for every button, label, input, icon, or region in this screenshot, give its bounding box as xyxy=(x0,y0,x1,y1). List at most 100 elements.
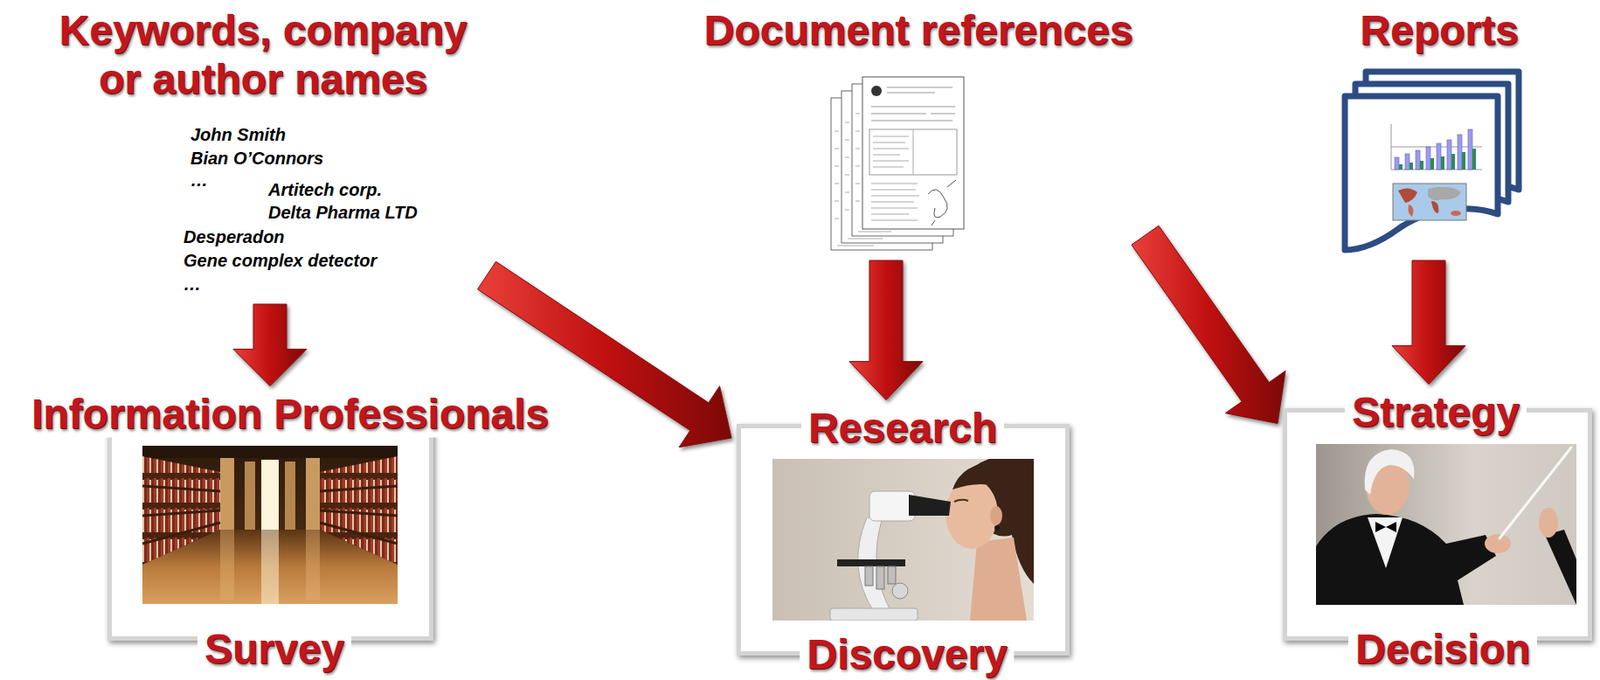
figure-sketch xyxy=(928,180,956,226)
block-arrow xyxy=(233,304,307,387)
text-lines xyxy=(871,87,956,121)
keyword-entry: Desperadon xyxy=(183,226,285,248)
bar xyxy=(1426,146,1431,170)
face xyxy=(945,478,998,549)
ceiling xyxy=(142,445,398,458)
bar xyxy=(1415,150,1420,170)
continent xyxy=(1427,187,1462,201)
conductor-photo xyxy=(1316,443,1577,605)
reflection xyxy=(305,529,320,600)
neck xyxy=(969,537,1027,621)
stage-plate xyxy=(837,559,906,567)
report-stack xyxy=(1344,71,1519,250)
bow-tie xyxy=(1385,521,1397,533)
stage-label: Discovery xyxy=(799,631,1014,679)
ellipsis: … xyxy=(183,273,201,295)
light-gap xyxy=(261,459,279,530)
document-stack xyxy=(831,76,964,250)
block-arrow xyxy=(849,260,923,401)
hand xyxy=(1484,533,1511,554)
pillar xyxy=(305,457,320,530)
stage-heading: Information Professionals xyxy=(24,391,556,438)
photo-ground xyxy=(142,445,398,604)
company-entry: Artitech corp. xyxy=(268,179,382,201)
keyword-entry: Gene complex detector xyxy=(183,249,377,271)
hair-front xyxy=(952,461,1008,490)
continent xyxy=(1398,187,1418,203)
reflection xyxy=(220,529,235,600)
bar xyxy=(1430,158,1434,170)
keyword-group: Keywords, company or author namesJohn Sm… xyxy=(44,5,482,299)
stage-label: Survey xyxy=(197,626,352,673)
block-arrow xyxy=(1392,260,1466,385)
bow-tie xyxy=(1375,521,1386,533)
sleeve xyxy=(1544,529,1577,605)
bar xyxy=(1405,153,1410,170)
microscope-head xyxy=(869,491,915,521)
pillar xyxy=(244,461,256,530)
continent xyxy=(1431,200,1439,214)
continent xyxy=(1408,204,1414,217)
text-lines xyxy=(871,183,920,221)
bar xyxy=(1399,164,1403,170)
bar xyxy=(1461,152,1466,170)
eyebrow xyxy=(954,499,969,502)
hand xyxy=(1538,507,1559,538)
bar xyxy=(1436,143,1441,170)
image-frame: Information ProfessionalsSurvey xyxy=(107,423,434,641)
objective xyxy=(865,566,873,586)
document-group: Document references xyxy=(699,5,1137,256)
photo-ground xyxy=(772,458,1034,621)
column-heading: Reports xyxy=(1352,7,1525,55)
image-frame: StrategyDecision xyxy=(1282,408,1593,641)
bar xyxy=(1440,156,1445,170)
bar xyxy=(1451,153,1455,170)
microscope-photo xyxy=(772,458,1034,621)
photo-ground xyxy=(1316,443,1577,605)
pillar xyxy=(284,461,296,530)
objective xyxy=(887,566,896,584)
name-entry: John Smith xyxy=(190,124,286,146)
continent xyxy=(1450,210,1462,216)
pillar xyxy=(220,457,235,530)
bar xyxy=(1447,139,1452,170)
eyepiece xyxy=(908,494,951,516)
white-hair xyxy=(1364,449,1415,495)
objective xyxy=(876,566,885,589)
focus-knob xyxy=(892,582,908,599)
column-heading: Keywords, company or author names xyxy=(44,6,482,104)
column-heading: Document references xyxy=(697,7,1141,55)
table xyxy=(869,129,957,175)
block-arrow xyxy=(1131,225,1286,423)
chart-axes xyxy=(1391,124,1483,170)
world-map xyxy=(1392,183,1467,221)
logo xyxy=(871,85,882,97)
microscope-base xyxy=(830,608,918,621)
shirt xyxy=(1367,517,1403,568)
reflection xyxy=(261,529,279,604)
ellipsis: … xyxy=(190,169,208,191)
bar xyxy=(1409,162,1413,170)
name-entry: Bian O’Connors xyxy=(190,147,324,169)
table-lines xyxy=(872,129,914,175)
bar xyxy=(1394,157,1400,170)
bar-chart xyxy=(1394,129,1476,170)
stage-label: Decision xyxy=(1348,626,1538,673)
bar xyxy=(1472,148,1476,170)
page xyxy=(862,76,964,229)
company-entry: Delta Pharma LTD xyxy=(268,201,418,223)
bar xyxy=(1468,129,1473,170)
report-sheet xyxy=(1344,96,1498,250)
ear xyxy=(990,505,1003,526)
library-photo xyxy=(142,445,398,604)
bar xyxy=(1457,134,1462,170)
earring xyxy=(994,525,1000,531)
image-frame: ResearchDiscovery xyxy=(736,423,1070,656)
stage-heading: Research xyxy=(801,405,1005,452)
tuxedo xyxy=(1316,513,1497,605)
stage-heading: Strategy xyxy=(1344,389,1527,437)
report-group: Reports xyxy=(1310,5,1573,256)
bar xyxy=(1419,160,1424,170)
floor xyxy=(142,529,398,604)
